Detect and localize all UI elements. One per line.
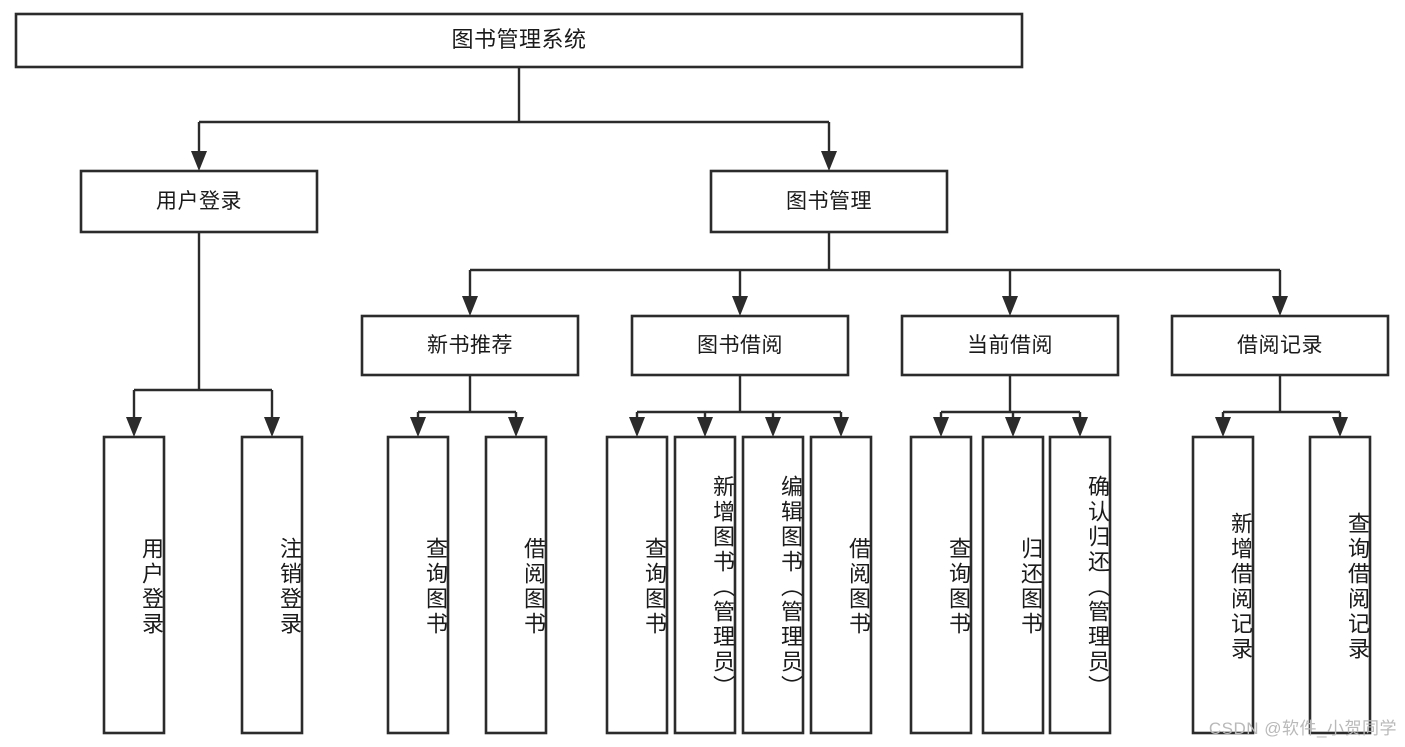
node-box-book-borrow <box>630 314 850 377</box>
node-boxes-layer <box>14 12 1390 735</box>
node-box-borrow-record <box>1170 314 1390 377</box>
arrow-head-icon-leaf-query-book-borrow <box>629 417 645 437</box>
node-box-leaf-query-book-current <box>909 435 973 735</box>
arrow-head-icon-leaf-user-login <box>126 417 142 437</box>
node-box-leaf-return-book <box>981 435 1045 735</box>
csdn-watermark: CSDN @软件_小贺同学 <box>1208 719 1397 738</box>
node-box-leaf-borrow-book <box>809 435 873 735</box>
node-box-current-borrow <box>900 314 1120 377</box>
node-box-leaf-query-book-recommend <box>386 435 450 735</box>
node-box-book-management <box>709 169 949 234</box>
connectors-layer <box>126 67 1348 437</box>
arrow-head-icon-borrow-record <box>1272 296 1288 316</box>
arrow-head-icon-leaf-borrow-book-recommend <box>508 417 524 437</box>
node-box-leaf-edit-book-admin <box>741 435 805 735</box>
arrow-head-icon-leaf-add-book-admin <box>697 417 713 437</box>
arrow-head-icon-leaf-confirm-return-admin <box>1072 417 1088 437</box>
arrow-head-icon-leaf-query-borrow-record <box>1332 417 1348 437</box>
node-box-leaf-confirm-return-admin <box>1048 435 1112 735</box>
arrow-head-icon-leaf-logout <box>264 417 280 437</box>
node-box-leaf-logout <box>240 435 304 735</box>
arrow-head-icon-leaf-query-book-recommend <box>410 417 426 437</box>
node-box-root <box>14 12 1024 69</box>
node-box-leaf-add-book-admin <box>673 435 737 735</box>
arrow-head-icon-leaf-add-borrow-record <box>1215 417 1231 437</box>
node-box-leaf-query-borrow-record <box>1308 435 1372 735</box>
node-box-user-login <box>79 169 319 234</box>
node-box-leaf-user-login <box>102 435 166 735</box>
arrow-head-icon-leaf-query-book-current <box>933 417 949 437</box>
arrow-head-icon-new-book-recommend <box>462 296 478 316</box>
arrow-head-icon-book-borrow <box>732 296 748 316</box>
arrow-head-icon-leaf-borrow-book <box>833 417 849 437</box>
arrow-head-icon-book-management <box>821 151 837 171</box>
node-box-leaf-add-borrow-record <box>1191 435 1255 735</box>
node-box-new-book-recommend <box>360 314 580 377</box>
node-box-leaf-borrow-book-recommend <box>484 435 548 735</box>
arrow-head-icon-leaf-return-book <box>1005 417 1021 437</box>
arrow-head-icon-user-login <box>191 151 207 171</box>
arrow-head-icon-current-borrow <box>1002 296 1018 316</box>
node-box-leaf-query-book-borrow <box>605 435 669 735</box>
arrow-head-icon-leaf-edit-book-admin <box>765 417 781 437</box>
